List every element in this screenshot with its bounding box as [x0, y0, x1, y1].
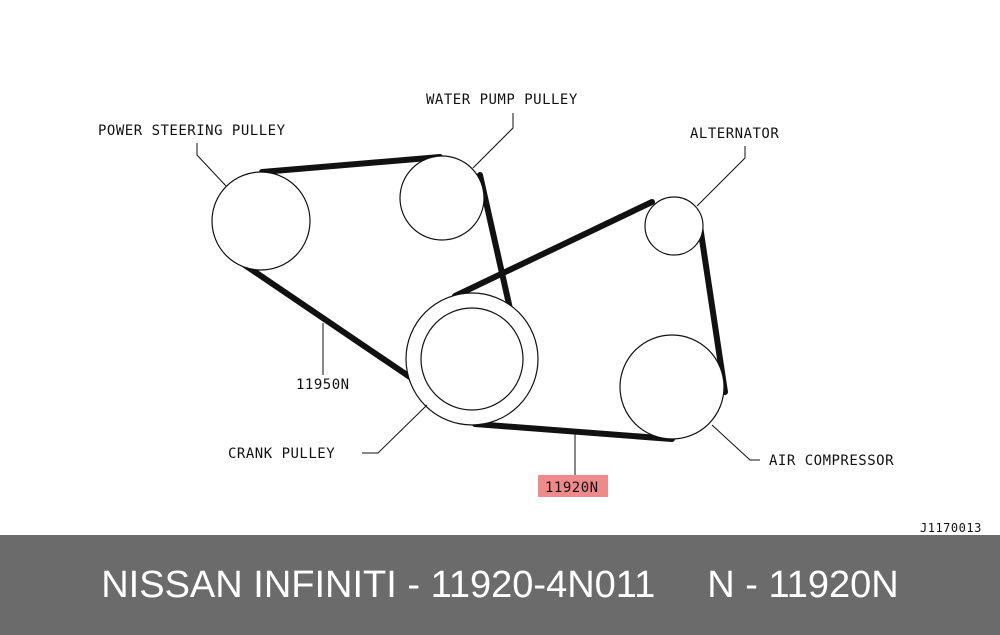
crank-pulley-inner [420, 307, 524, 411]
label-power-steering: POWER STEERING PULLEY [98, 123, 286, 139]
leader-power-steering [196, 143, 227, 187]
belt-11920n [452, 172, 728, 442]
label-air-compressor: AIR COMPRESSOR [769, 453, 894, 469]
footer-bar: NISSAN INFINITI - 11920-4N011 N - 11920N [0, 535, 1000, 635]
footer-title: NISSAN INFINITI - 11920-4N011 [101, 563, 656, 606]
leader-water-pump [472, 113, 514, 169]
part-highlight [538, 475, 608, 497]
label-11920n: 11920N [545, 480, 599, 496]
water-pump-pulley [399, 155, 485, 241]
leader-crank [362, 404, 428, 454]
footer-code: N - 11920N [707, 563, 899, 606]
label-water-pump: WATER PUMP PULLEY [426, 92, 578, 108]
power-steering-pulley [211, 171, 311, 271]
alternator-pulley [644, 196, 704, 256]
figure-code: J1170013 [920, 521, 982, 535]
leader-air-compressor [711, 424, 760, 461]
leader-alternator [696, 146, 746, 207]
belt-11950n [227, 154, 443, 395]
belt-routing-diagram: WATER PUMP PULLEY POWER STEERING PULLEY … [98, 92, 982, 535]
air-compressor-pulley [619, 334, 725, 440]
label-alternator: ALTERNATOR [690, 126, 779, 142]
label-crank: CRANK PULLEY [228, 446, 335, 462]
label-11950n: 11950N [296, 377, 350, 393]
